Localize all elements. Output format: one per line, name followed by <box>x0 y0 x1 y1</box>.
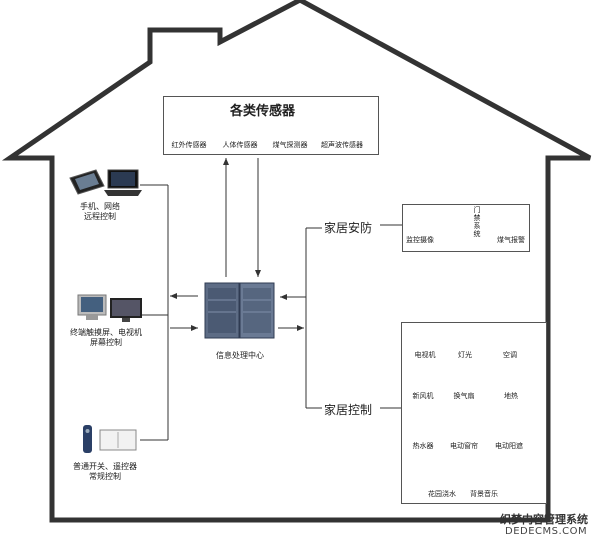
security-label-gas-alarm: 煤气报警 <box>497 236 525 244</box>
security-label-camera: 监控摄像 <box>406 236 434 244</box>
control-label-music: 背景音乐 <box>470 490 498 498</box>
control-label-light: 灯光 <box>458 351 472 359</box>
monitor-icon <box>110 298 142 322</box>
control-box <box>401 322 547 504</box>
center-label: 信息处理中心 <box>216 351 264 360</box>
terminal-label-1: 终端触摸屏、电视机 <box>70 328 142 337</box>
laptop-icon <box>104 169 142 196</box>
control-label-curtain: 电动窗帘 <box>450 442 478 450</box>
sensor-label-ultrasonic: 超声波传感器 <box>321 141 363 149</box>
control-label-floor-heat: 地热 <box>504 392 518 400</box>
remote-label-2: 远程控制 <box>84 212 116 221</box>
sensors-box <box>163 96 379 155</box>
control-label-ac: 空调 <box>503 351 517 359</box>
control-title: 家居控制 <box>324 403 373 417</box>
control-label-garden: 花园浇水 <box>428 490 456 498</box>
security-label-access: 门禁系统 <box>473 206 481 238</box>
security-title: 家居安防 <box>324 221 373 235</box>
terminal-label-2: 屏幕控制 <box>90 338 122 347</box>
sensor-label-human: 人体传感器 <box>222 141 258 149</box>
house-outline <box>1 0 592 523</box>
server-cabinet-icon <box>204 282 275 339</box>
control-label-fan: 换气扇 <box>453 392 475 400</box>
control-label-sunshade: 电动阳遮 <box>495 442 523 450</box>
security-box <box>402 204 530 252</box>
sensor-label-infrared: 红外传感器 <box>171 141 207 149</box>
remote-control-icon <box>83 425 92 453</box>
control-label-water-heater: 热水器 <box>412 442 434 450</box>
tablet-icon <box>69 169 105 195</box>
watermark-line-1: 织梦内容管理系统 <box>500 513 588 526</box>
remote-label-1: 手机、网络 <box>80 202 120 211</box>
watermark-line-2: DEDECMS.COM <box>505 526 588 537</box>
control-label-fresh-air: 新风机 <box>412 392 434 400</box>
wall-switch-icon <box>99 429 137 451</box>
control-label-tv: 电视机 <box>414 351 436 359</box>
sensors-title: 各类传感器 <box>230 104 296 119</box>
sensor-label-gas: 煤气探测器 <box>272 141 308 149</box>
touch-screen-icon <box>77 294 107 320</box>
switches-label-2: 常规控制 <box>89 472 121 481</box>
switches-label-1: 普通开关、遥控器 <box>73 462 137 471</box>
